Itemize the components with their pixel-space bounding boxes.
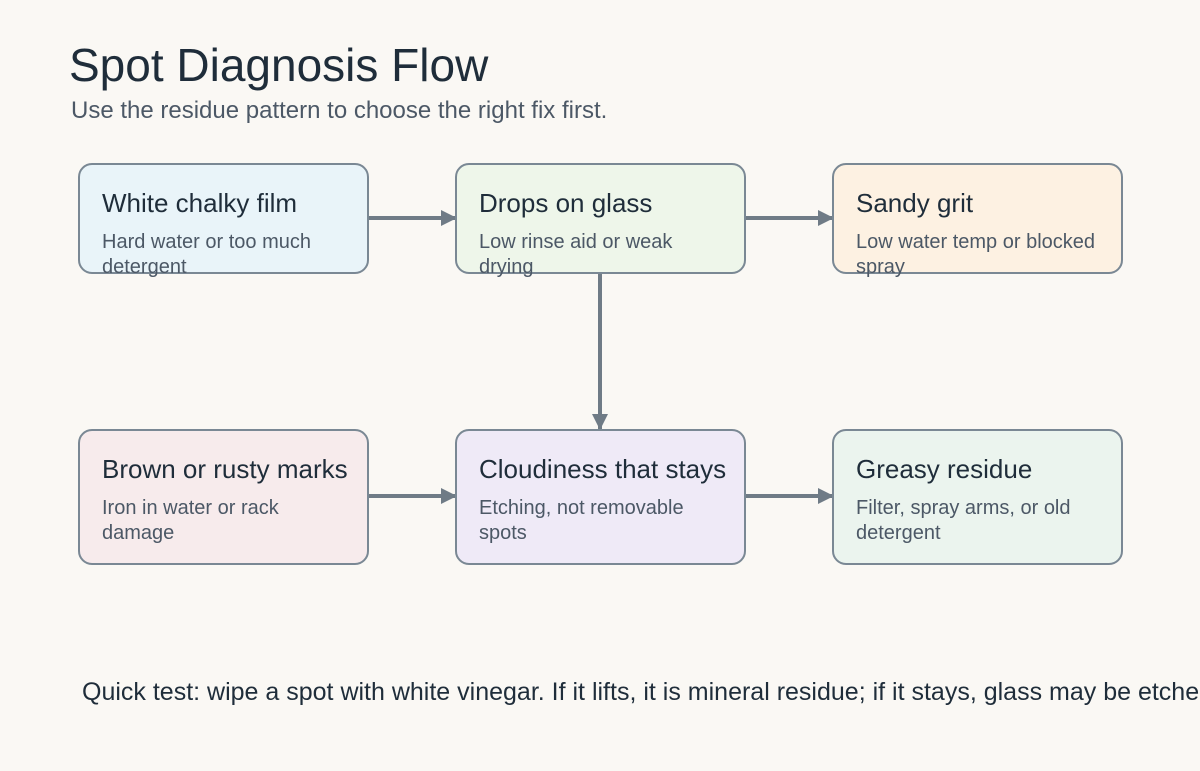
node-cloudiness-that-stays: Cloudiness that stays Etching, not remov… <box>455 429 746 565</box>
node-description: Low water temp or blocked spray <box>856 231 1096 278</box>
node-sandy-grit: Sandy grit Low water temp or blocked spr… <box>832 163 1123 278</box>
page-subtitle: Use the residue pattern to choose the ri… <box>71 97 608 124</box>
node-description: Etching, not removable spots <box>479 497 684 544</box>
node-title: Drops on glass <box>479 188 653 218</box>
node-title: Sandy grit <box>856 188 974 218</box>
node-title: Brown or rusty marks <box>102 454 348 484</box>
node-description: Filter, spray arms, or old detergent <box>856 497 1071 544</box>
node-greasy-residue: Greasy residue Filter, spray arms, or ol… <box>832 429 1123 565</box>
quick-test-note: Quick test: wipe a spot with white vineg… <box>82 678 1200 706</box>
node-description: Low rinse aid or weak drying <box>479 231 673 278</box>
page-title: Spot Diagnosis Flow <box>69 39 489 91</box>
node-title: Greasy residue <box>856 454 1033 484</box>
node-brown-or-rusty-marks: Brown or rusty marks Iron in water or ra… <box>78 429 369 565</box>
node-description: Hard water or too much detergent <box>102 231 311 278</box>
node-white-chalky-film: White chalky film Hard water or too much… <box>78 163 369 278</box>
node-title: Cloudiness that stays <box>479 454 727 484</box>
node-drops-on-glass: Drops on glass Low rinse aid or weak dry… <box>455 163 746 278</box>
node-title: White chalky film <box>102 188 298 218</box>
node-description: Iron in water or rack damage <box>102 497 279 544</box>
